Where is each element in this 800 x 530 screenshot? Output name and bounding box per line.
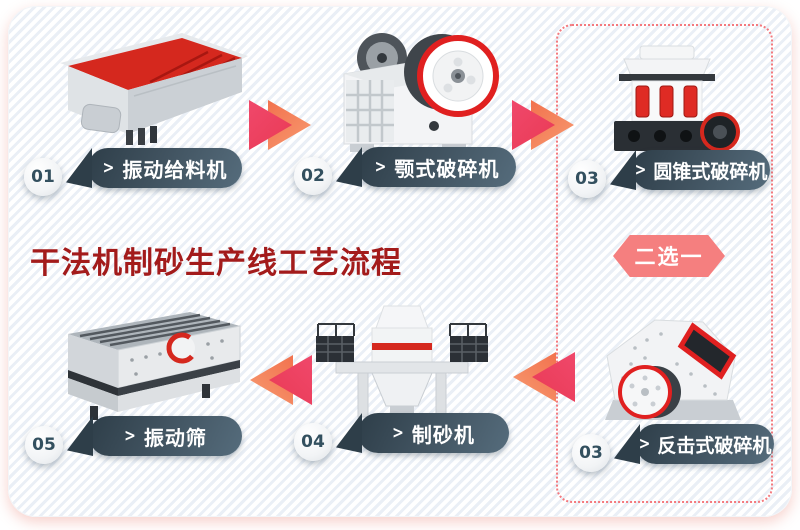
chevron-icon: >	[634, 160, 647, 180]
step-impact: 03 > 反击式破碎机	[572, 424, 774, 472]
vibrating-screen-image	[32, 308, 257, 428]
step-label-pill: > 制砂机	[358, 413, 509, 453]
arrow-left-icon	[513, 351, 575, 403]
choose-one-badge: 二选一	[613, 235, 725, 277]
sand-maker-image	[302, 302, 502, 427]
step-number: 04	[294, 423, 332, 461]
jaw-crusher-image	[330, 22, 500, 162]
step-label: 制砂机	[411, 422, 475, 447]
step-feeder: 01 > 振动给料机	[24, 148, 242, 196]
step-label-pill: > 振动筛	[89, 416, 242, 456]
step-label: 颚式破碎机	[394, 156, 500, 181]
step-label-pill: > 反击式破碎机	[636, 424, 774, 464]
step-number: 03	[568, 160, 606, 198]
step-number: 05	[25, 426, 63, 464]
step-label: 振动给料机	[122, 157, 228, 182]
step-number: 02	[294, 157, 332, 195]
step-label-pill: > 颚式破碎机	[358, 147, 516, 187]
chevron-icon: >	[638, 434, 651, 454]
chevron-icon: >	[392, 423, 405, 443]
chevron-icon: >	[102, 158, 116, 178]
step-number: 03	[572, 434, 610, 472]
chevron-icon: >	[124, 426, 137, 446]
step-label-pill: > 圆锥式破碎机	[632, 150, 770, 190]
arrow-right-icon	[249, 99, 311, 151]
step-label: 反击式破碎机	[657, 434, 772, 457]
choose-one-dashed-border	[556, 24, 773, 503]
impact-crusher-image	[585, 308, 755, 433]
step-screen: 05 > 振动筛	[25, 416, 242, 464]
step-number: 01	[24, 158, 62, 196]
arrow-left-icon	[250, 354, 312, 406]
step-cone: 03 > 圆锥式破碎机	[568, 150, 770, 198]
step-sand: 04 > 制砂机	[294, 413, 509, 461]
chevron-icon: >	[374, 157, 388, 177]
step-jaw: 02 > 颚式破碎机	[294, 147, 516, 195]
vibrating-feeder-image	[30, 30, 250, 155]
step-label: 圆锥式破碎机	[653, 160, 768, 183]
cone-crusher-image	[592, 42, 742, 162]
step-label: 振动筛	[143, 425, 207, 450]
step-label-pill: > 振动给料机	[88, 148, 242, 188]
arrow-right-icon	[512, 99, 574, 151]
page-title: 干法机制砂生产线工艺流程	[30, 246, 402, 281]
